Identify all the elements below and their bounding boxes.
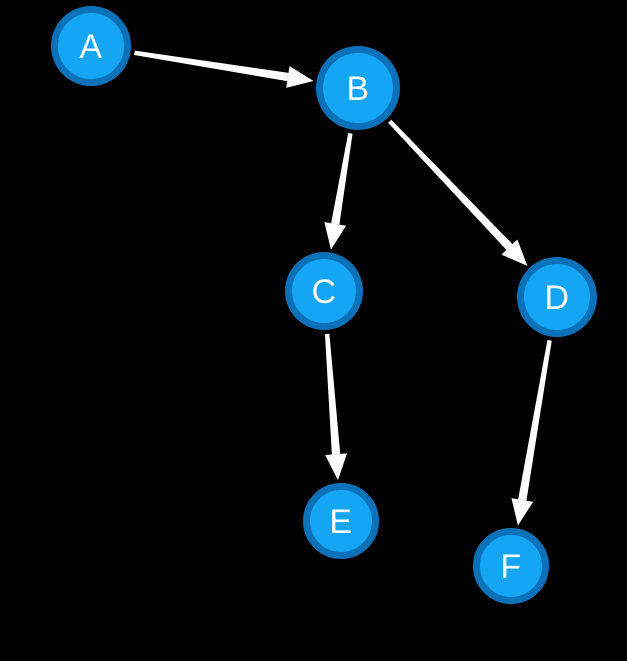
node-circle[interactable] bbox=[51, 6, 131, 86]
edge-arrowhead-icon bbox=[286, 66, 314, 88]
node-circle[interactable] bbox=[316, 46, 400, 130]
graph-node-b[interactable]: B bbox=[316, 46, 400, 130]
graph-node-c[interactable]: C bbox=[285, 252, 363, 330]
graph-edge-b-to-d bbox=[388, 119, 528, 266]
graph-edge-a-to-b bbox=[134, 50, 314, 88]
nodes-layer: A B C D E F bbox=[51, 6, 597, 604]
node-circle[interactable] bbox=[303, 483, 379, 559]
edge-arrowhead-icon bbox=[325, 453, 348, 481]
graph-node-e[interactable]: E bbox=[303, 483, 379, 559]
edge-arrowhead-icon bbox=[324, 222, 347, 250]
graph-edge-d-to-f bbox=[511, 339, 552, 526]
edges-layer bbox=[134, 50, 552, 526]
node-label: A bbox=[79, 28, 102, 66]
graph-node-a[interactable]: A bbox=[51, 6, 131, 86]
graph-node-d[interactable]: D bbox=[517, 257, 597, 337]
node-label: F bbox=[500, 548, 521, 586]
node-label: C bbox=[311, 273, 336, 311]
edge-shaft bbox=[331, 133, 353, 225]
node-label: E bbox=[329, 503, 352, 541]
edge-arrowhead-icon bbox=[511, 498, 534, 526]
node-label: D bbox=[544, 279, 569, 317]
edge-shaft bbox=[518, 339, 552, 501]
graph-edge-b-to-c bbox=[324, 133, 353, 250]
graph-node-f[interactable]: F bbox=[473, 528, 549, 604]
graph-edge-c-to-e bbox=[324, 333, 348, 481]
node-label: B bbox=[346, 70, 369, 108]
edge-shaft bbox=[324, 333, 341, 455]
edge-shaft bbox=[134, 50, 289, 82]
node-circle[interactable] bbox=[473, 528, 549, 604]
node-circle[interactable] bbox=[517, 257, 597, 337]
edge-arrowhead-icon bbox=[501, 239, 528, 266]
edge-shaft bbox=[388, 119, 513, 250]
node-circle[interactable] bbox=[285, 252, 363, 330]
